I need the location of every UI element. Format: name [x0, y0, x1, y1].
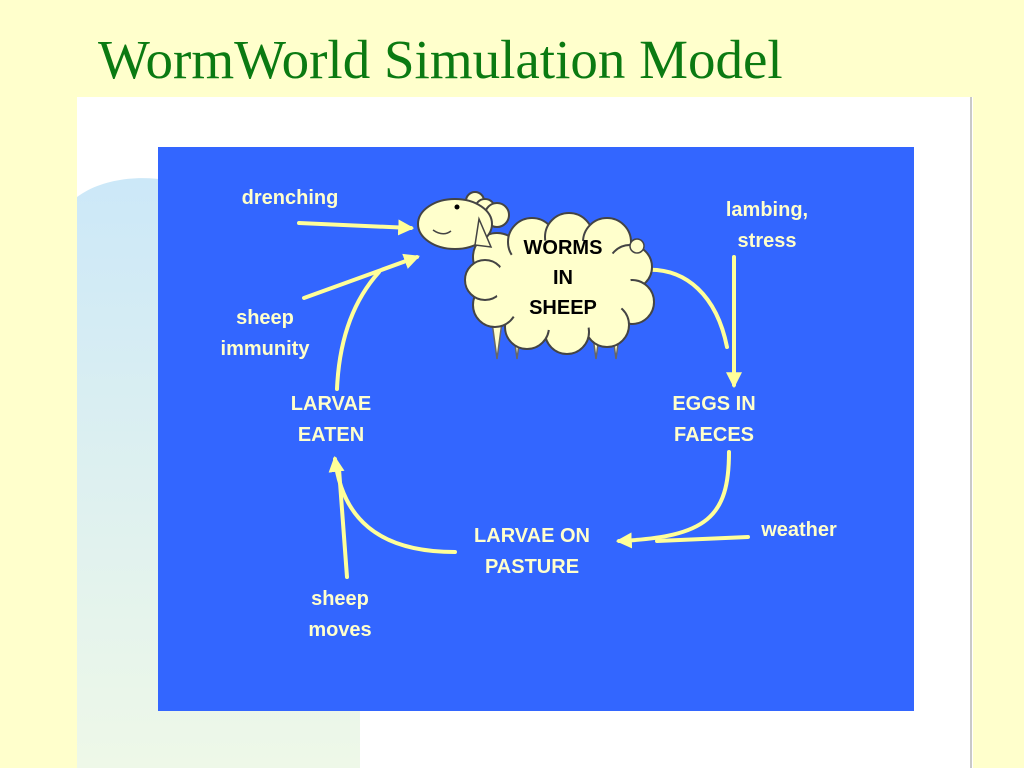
sheep-moves-arrow [337, 467, 349, 579]
diagram-picture: WORMS IN SHEEP drenching sheep immunity … [77, 97, 973, 768]
sheep-icon [417, 191, 655, 360]
frame-edge-divider [970, 97, 972, 768]
larvae-eaten-to-sheep-arrow [335, 270, 381, 391]
sheep-immunity-arrow [302, 253, 421, 300]
sheep-to-eggs-arrow [642, 267, 729, 349]
drenching-label: drenching [241, 187, 339, 209]
weather-arrow [655, 535, 750, 543]
sheep-moves-label: sheep moves [308, 588, 372, 641]
larvae-eaten-label: LARVAE EATEN [290, 393, 372, 446]
slide-title: WormWorld Simulation Model [98, 29, 783, 90]
larvae-on-pasture-label: LARVAE ON PASTURE [474, 525, 590, 578]
eggs-to-larvae-pasture-arrow [615, 450, 731, 549]
sheep-immunity-label: sheep immunity [220, 307, 310, 360]
drenching-arrow [297, 219, 415, 236]
weather-label: weather [761, 519, 837, 541]
diagram-graphics [77, 147, 914, 768]
eggs-in-faeces-label: EGGS IN FAECES [672, 393, 756, 446]
lambing-stress-label: lambing, stress [725, 199, 809, 252]
worms-in-sheep-label: WORMS IN SHEEP [523, 237, 603, 319]
